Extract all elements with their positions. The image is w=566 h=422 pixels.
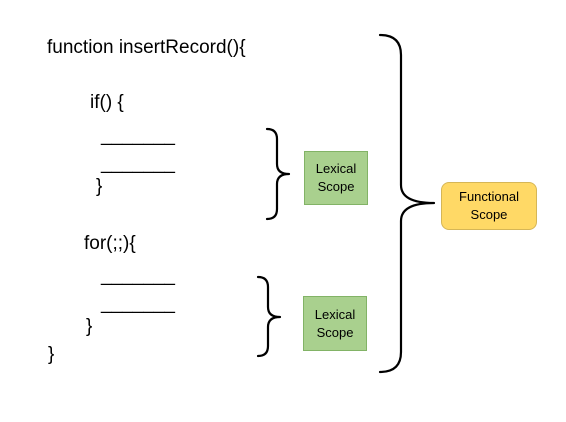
lexical-scope-label-line-1: Lexical: [314, 306, 356, 322]
lexical-scope-label-line-1: Lexical: [315, 161, 357, 176]
for-statement-line: for(;;){: [84, 233, 136, 254]
functional-scope-box: Functional Scope: [441, 182, 537, 230]
lexical-scope-label-line-2: Scope: [316, 324, 354, 340]
functional-scope-label-line-2: Scope: [470, 207, 508, 222]
if-body-blank-1: _______: [101, 125, 175, 146]
if-body-blank-2: _______: [101, 153, 175, 174]
lexical-scope-label-line-2: Scope: [317, 179, 355, 194]
if-block-brace: [265, 127, 291, 221]
lexical-scope-box-if: Lexical Scope: [304, 151, 368, 205]
for-body-blank-1: _______: [101, 265, 175, 286]
function-brace: [378, 33, 436, 374]
for-body-blank-2: _______: [101, 293, 175, 314]
for-closing-brace: }: [86, 316, 93, 337]
function-closing-brace: }: [48, 344, 55, 365]
functional-scope-label-line-1: Functional: [459, 189, 519, 204]
if-statement-line: if() {: [90, 92, 124, 113]
function-declaration-line: function insertRecord(){: [47, 37, 246, 58]
for-block-brace: [256, 275, 282, 358]
lexical-scope-box-for: Lexical Scope: [303, 296, 367, 351]
if-closing-brace: }: [96, 176, 103, 197]
